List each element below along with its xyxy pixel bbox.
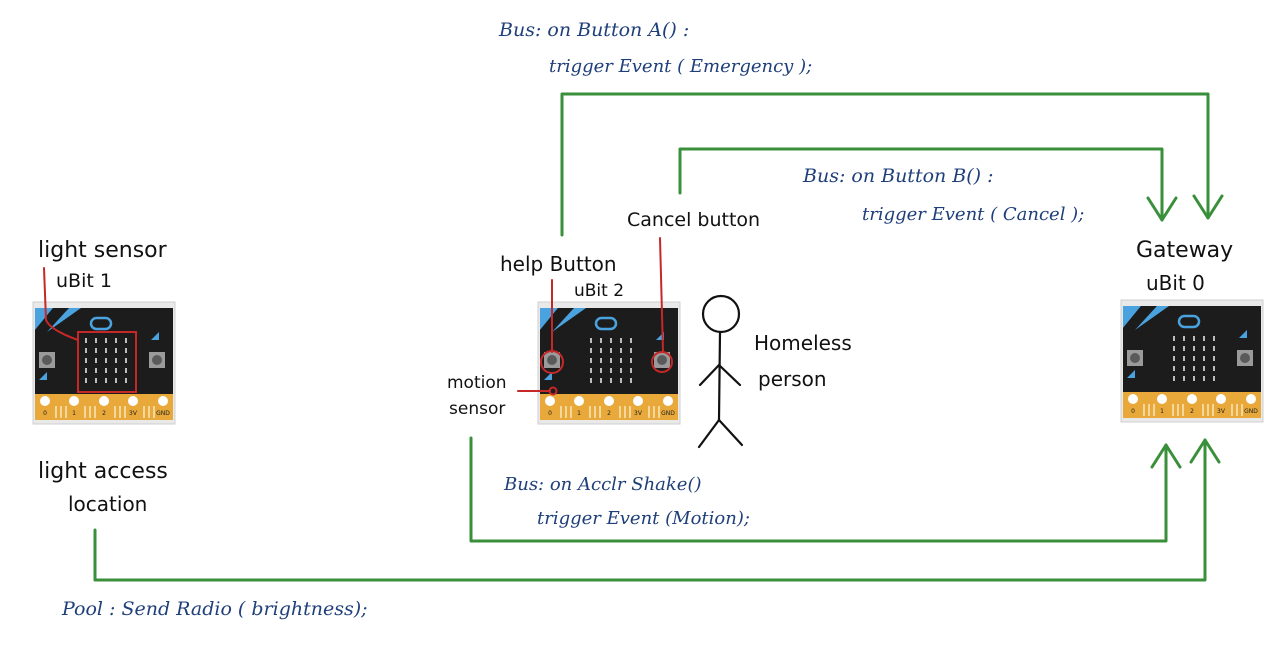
emergency-arrow-head [1192,194,1224,220]
motion-label: motion [447,373,507,393]
bus-button-b-code: Bus: on Button B() : [802,165,994,187]
location-label: location [68,492,147,516]
pin-labels-board-2: 0 1 2 3V GND [548,410,675,417]
cancel-button-label: Cancel button [627,209,760,231]
event-arrows [93,92,1224,582]
light-sensor-pointer [43,267,79,341]
motion-arrow-line [469,436,1168,543]
cancel-arrow-line [678,147,1164,222]
motion-sensor-highlight [548,386,558,396]
brightness-arrow-head [1189,438,1221,464]
light-sensor-label: light sensor [38,238,168,263]
red-annotations [43,237,673,396]
pin-label: 1 [72,410,76,417]
pin-label: GND [156,410,170,417]
trigger-cancel-code: trigger Event ( Cancel ); [862,204,1084,225]
pin-labels-board-0: 0 1 2 3V GND [1131,408,1258,415]
motion-arrow-head [1150,443,1182,469]
pin-label: GND [1244,408,1258,415]
led-grid-highlight [77,331,137,393]
pin-label: GND [661,410,675,417]
pin-label: 2 [1190,408,1194,415]
pin-label: 3V [129,410,138,417]
pool-send-radio-code: Pool : Send Radio ( brightness); [61,598,368,620]
cancel-arrow-head [1146,196,1178,222]
microbit-2-board [536,300,682,426]
pin-label: 0 [548,410,552,417]
ubit0-label: uBit 0 [1146,271,1205,295]
pin-labels-board-1: 0 1 2 3V GND [43,410,170,417]
bus-button-a-code: Bus: on Button A() : [498,19,689,41]
pin-label: 3V [634,410,643,417]
pin-label: 2 [607,410,611,417]
bus-shake-code: Bus: on Acclr Shake() [503,474,702,495]
brightness-arrow-line [93,438,1207,582]
help-button-label: help Button [500,252,617,276]
gateway-label: Gateway [1136,238,1233,263]
emergency-arrow-line [560,92,1210,237]
ubit1-label: uBit 1 [56,270,112,292]
pin-label: 1 [1160,408,1164,415]
cancel-button-highlight [651,351,673,373]
pin-label: 2 [102,410,106,417]
help-button-highlight [540,350,564,374]
trigger-motion-code: trigger Event (Motion); [537,508,750,529]
trigger-emergency-code: trigger Event ( Emergency ); [549,56,812,77]
ubit2-label: uBit 2 [574,281,624,301]
pin-label: 1 [577,410,581,417]
homeless-label: Homeless [754,331,852,355]
light-access-label: light access [38,459,168,484]
pin-label: 0 [43,410,47,417]
person-label: person [758,367,827,391]
pin-label: 3V [1217,408,1226,415]
pin-label: 0 [1131,408,1135,415]
person-figure-icon [697,294,744,449]
microbit-0-board [1119,298,1265,424]
microbit-1-board [31,300,177,426]
cancel-button-pointer [659,237,664,353]
sensor-label: sensor [449,399,505,419]
